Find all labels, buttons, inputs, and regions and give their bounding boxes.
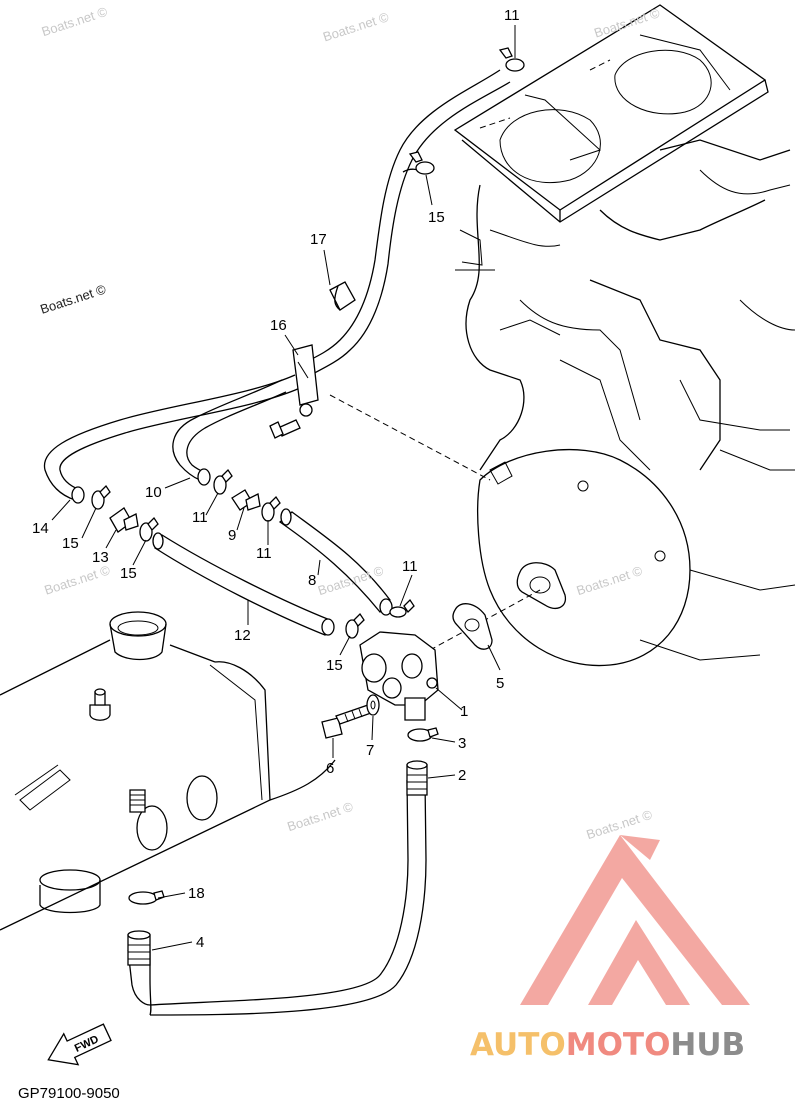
watermark: Boats.net © xyxy=(321,9,391,44)
watermark: Boats.net © xyxy=(575,563,645,598)
watermark: Boats.net © xyxy=(42,562,112,597)
callout-9: 9 xyxy=(228,527,236,544)
callout-16: 16 xyxy=(270,317,287,334)
brand-part-hub: HUB xyxy=(670,1027,745,1063)
callout-5: 5 xyxy=(496,675,504,692)
callout-11: 11 xyxy=(192,509,208,526)
callout-12: 12 xyxy=(234,627,251,644)
callout-17: 17 xyxy=(310,231,327,248)
diagram-code: GP79100-9050 xyxy=(18,1085,120,1102)
automotohub-logo xyxy=(520,835,750,1005)
callout-11: 11 xyxy=(402,558,418,575)
callout-15: 15 xyxy=(120,565,137,582)
fwd-arrow-icon: FWD xyxy=(47,1023,112,1066)
callout-15: 15 xyxy=(428,209,445,226)
oil-tank xyxy=(0,611,336,931)
brand-part-moto: MOTO xyxy=(566,1027,671,1063)
callout-18: 18 xyxy=(188,885,205,902)
watermark: Boats.net © xyxy=(40,4,110,39)
callout-14: 14 xyxy=(32,520,49,537)
callout-11: 11 xyxy=(504,7,520,24)
hose-clamps xyxy=(91,47,525,905)
brand-wordmark: AUTOMOTOHUB xyxy=(470,1027,745,1063)
callout-13: 13 xyxy=(92,549,109,566)
callout-7: 7 xyxy=(366,742,374,759)
oil-pump xyxy=(359,631,439,721)
callout-8: 8 xyxy=(308,572,316,589)
callout-15: 15 xyxy=(326,657,343,674)
callout-4: 4 xyxy=(196,934,204,951)
callout-1: 1 xyxy=(460,703,468,720)
callout-2: 2 xyxy=(458,767,466,784)
callout-10: 10 xyxy=(145,484,162,501)
watermark: Boats.net © xyxy=(592,5,662,40)
callout-15: 15 xyxy=(62,535,79,552)
callout-6: 6 xyxy=(326,760,334,777)
callout-3: 3 xyxy=(458,735,466,752)
callout-11: 11 xyxy=(256,545,272,562)
engine-block xyxy=(453,4,796,667)
watermark: Boats.net © xyxy=(38,281,108,316)
brand-part-auto: AUTO xyxy=(470,1027,566,1063)
watermark: Boats.net © xyxy=(285,799,355,834)
